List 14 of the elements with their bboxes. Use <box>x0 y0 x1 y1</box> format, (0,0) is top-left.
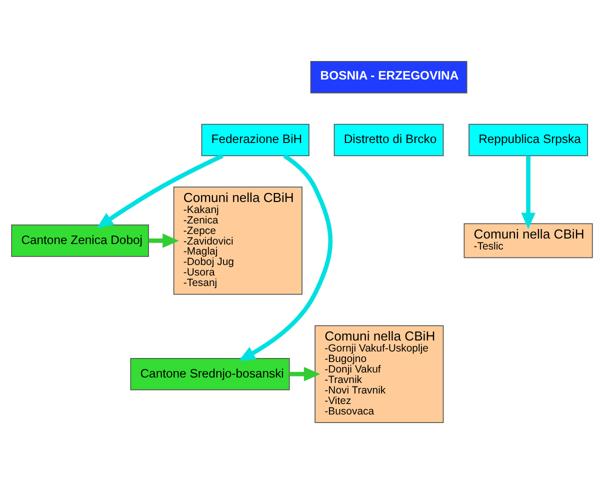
node-box: Reppublica Srpska <box>468 123 588 156</box>
node-box: BOSNIA - ERZEGOVINA <box>310 60 468 93</box>
arrow <box>521 155 536 229</box>
arrow <box>148 233 179 248</box>
arrow <box>96 153 224 228</box>
node-box: Cantone Zenica Doboj <box>11 224 149 256</box>
node-box: Cantone Srednjo-bosanski <box>130 357 290 390</box>
node-box: Comuni nella CBiH -Teslic <box>464 222 593 258</box>
node-box: Comuni nella CBiH -Kakanj -Zenica -Zepce -Zavidovici -Maglaj -Doboj Jug -Usora -Tesanj <box>173 186 302 294</box>
node-box: Distretto di Brcko <box>334 123 444 156</box>
node-box: Comuni nella CBiH -Gornji Vakuf-Uskoplje -Bugojno -Donji Vakuf -Travnik -Novi Travnik -Vitez -Busovaca <box>314 324 444 422</box>
node-box: Federazione BiH <box>201 123 310 156</box>
arrow <box>290 366 320 381</box>
arrow <box>238 153 333 360</box>
